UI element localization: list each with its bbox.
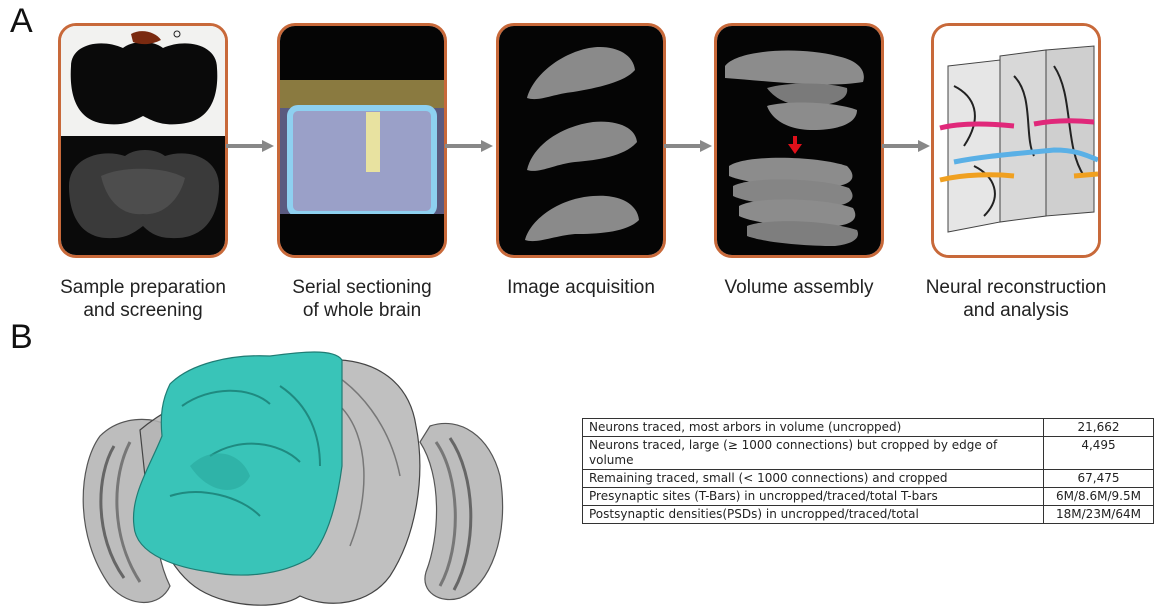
row-description: Remaining traced, small (< 1000 connecti… (583, 470, 1044, 488)
table-row: Presynaptic sites (T-Bars) in uncropped/… (583, 488, 1154, 506)
tile-serial-sectioning (277, 23, 447, 258)
stats-table: Neurons traced, most arbors in volume (u… (582, 418, 1154, 524)
volume-stack (717, 26, 881, 255)
caption-line: Serial sectioning (259, 276, 465, 299)
sectioning-photo (280, 26, 444, 255)
row-value: 67,475 (1044, 470, 1154, 488)
caption-line: and screening (40, 299, 246, 322)
caption-sample-preparation: Sample preparation and screening (40, 276, 246, 322)
tile-sample-preparation (58, 23, 228, 258)
caption-serial-sectioning: Serial sectioning of whole brain (259, 276, 465, 322)
caption-line: Neural reconstruction (906, 276, 1126, 299)
caption-line: Sample preparation (40, 276, 246, 299)
row-description: Postsynaptic densities(PSDs) in uncroppe… (583, 506, 1044, 524)
table-row: Remaining traced, small (< 1000 connecti… (583, 470, 1154, 488)
panel-b-label: B (10, 318, 33, 357)
row-value: 18M/23M/64M (1044, 506, 1154, 524)
table-row: Postsynaptic densities(PSDs) in uncroppe… (583, 506, 1154, 524)
row-value: 6M/8.6M/9.5M (1044, 488, 1154, 506)
row-value: 4,495 (1044, 437, 1154, 470)
caption-line: and analysis (906, 299, 1126, 322)
panel-a-label: A (10, 2, 33, 41)
acquisition-sections (499, 26, 663, 255)
caption-volume-assembly: Volume assembly (696, 276, 902, 299)
caption-line: of whole brain (259, 299, 465, 322)
tile-volume-assembly (714, 23, 884, 258)
reconstruction-em-image (934, 26, 1098, 255)
tile-image-acquisition (496, 23, 666, 258)
sample-brain-image (61, 26, 225, 255)
table-row: Neurons traced, most arbors in volume (u… (583, 419, 1154, 437)
row-description: Neurons traced, large (≥ 1000 connection… (583, 437, 1044, 470)
caption-image-acquisition: Image acquisition (478, 276, 684, 299)
row-value: 21,662 (1044, 419, 1154, 437)
tile-neural-reconstruction (931, 23, 1101, 258)
hemibrain-rendering (70, 346, 510, 614)
table-row: Neurons traced, large (≥ 1000 connection… (583, 437, 1154, 470)
row-description: Neurons traced, most arbors in volume (u… (583, 419, 1044, 437)
row-description: Presynaptic sites (T-Bars) in uncropped/… (583, 488, 1044, 506)
caption-line: Image acquisition (478, 276, 684, 299)
caption-neural-reconstruction: Neural reconstruction and analysis (906, 276, 1126, 322)
caption-line: Volume assembly (696, 276, 902, 299)
